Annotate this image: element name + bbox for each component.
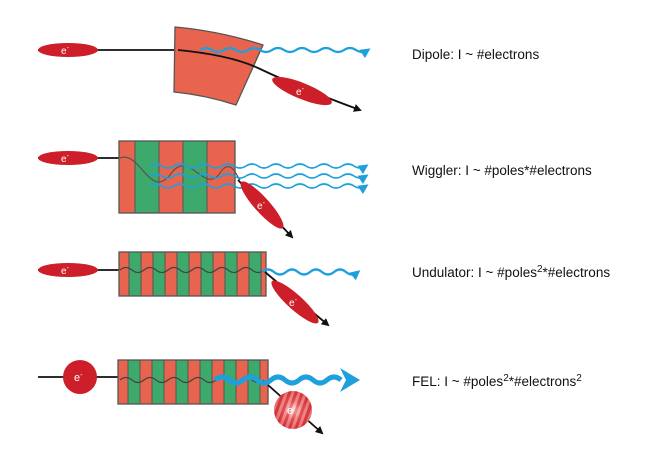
- dipole-magnet: [173, 26, 264, 106]
- electron-label: e-: [257, 200, 266, 212]
- dipole-label: Dipole: I ~ #electrons: [412, 47, 540, 62]
- radiation-wave: [261, 268, 361, 281]
- radiation-wave: [149, 173, 369, 185]
- electron: [240, 181, 284, 229]
- radiation-wave: [149, 163, 369, 175]
- fel-label: FEL: I ~ #poles2*#electrons2: [412, 373, 582, 389]
- dipole-row: e- e-: [38, 26, 371, 112]
- electron-label: e-: [296, 86, 305, 98]
- electron: [272, 76, 332, 106]
- electron: [38, 43, 98, 57]
- electron: [38, 263, 98, 277]
- radiation-wave: [213, 374, 343, 386]
- fel-row: e- e-: [38, 359, 360, 435]
- undulator-magnet-array: [118, 251, 267, 297]
- undulator-label: Undulator: I ~ #poles2*#electrons: [412, 264, 611, 280]
- electron-label: e-: [287, 405, 296, 417]
- radiation-wave: [199, 46, 371, 59]
- wiggler-row: e- e-: [38, 140, 369, 239]
- wiggler-magnet-array: [118, 140, 236, 214]
- wiggler-label: Wiggler: I ~ #poles*#electrons: [412, 163, 592, 178]
- electron-label: e-: [61, 265, 70, 277]
- electron: [38, 151, 98, 165]
- beam-path: [119, 266, 265, 274]
- electron-bunch: [63, 360, 97, 394]
- electron-label: e-: [61, 45, 70, 57]
- electron-label: e-: [61, 153, 70, 165]
- undulator-row: e- e-: [38, 251, 361, 327]
- electron-label: e-: [289, 297, 298, 309]
- radiation-arrowhead: [340, 368, 360, 392]
- electron-label: e-: [74, 372, 83, 384]
- electron: [271, 280, 319, 324]
- radiation-wave: [149, 183, 369, 195]
